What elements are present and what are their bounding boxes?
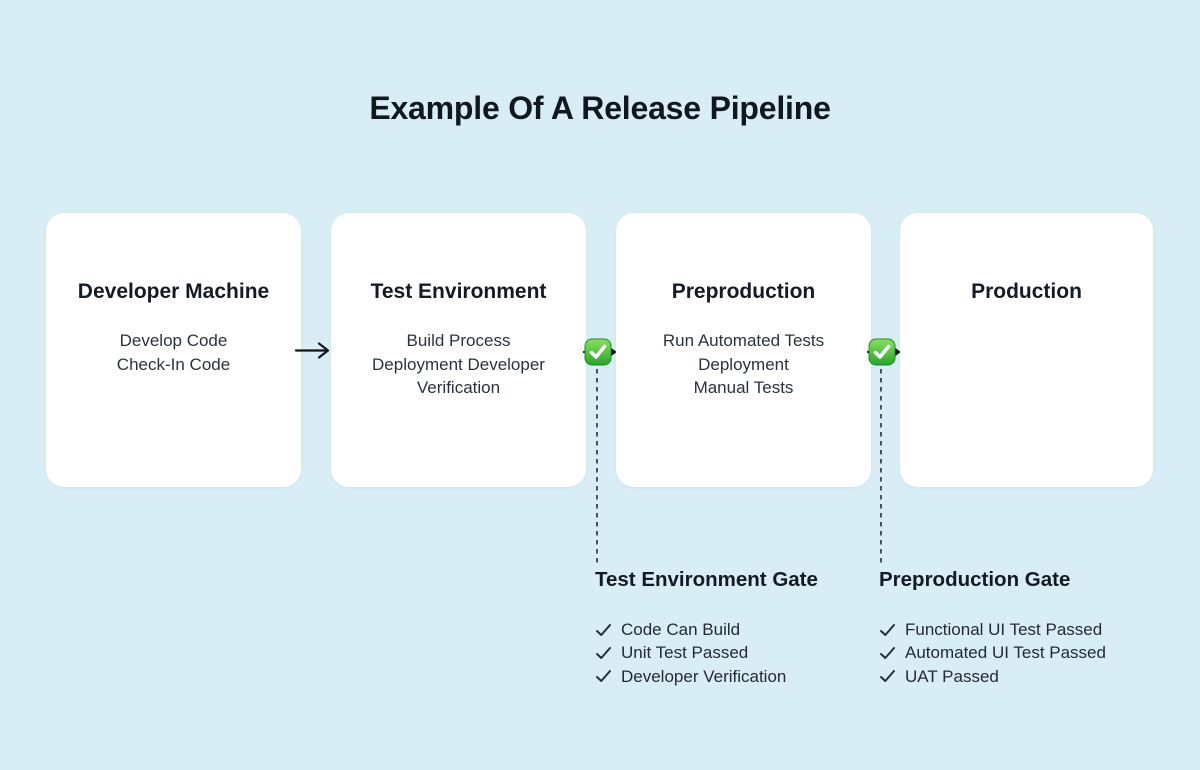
check-icon	[880, 623, 895, 636]
gate-item-label: Automated UI Test Passed	[905, 643, 1106, 663]
gate-item-label: Functional UI Test Passed	[905, 620, 1103, 639]
stage-title: Preproduction	[671, 280, 816, 303]
stage-task: Check-In Code	[116, 354, 231, 374]
gate-title: Test Environment Gate	[595, 568, 818, 591]
gate-section-test-environment: Test Environment Gate Code Can Build Uni…	[595, 568, 885, 688]
dashed-connector-line	[596, 369, 598, 563]
stage-task-list: Run Automated Tests Deployment Manual Te…	[663, 329, 824, 400]
arrow-right-icon	[294, 342, 330, 359]
stage-task: Build Process	[406, 331, 511, 350]
stage-task: Develop Code	[119, 331, 228, 350]
stage-title: Developer Machine	[77, 280, 270, 303]
green-check-approval-icon	[584, 338, 612, 366]
gate-item: Code Can Build	[595, 618, 885, 641]
dashed-connector-line	[880, 369, 882, 563]
stage-task: Manual Tests	[693, 378, 794, 397]
check-icon	[596, 670, 611, 683]
check-icon	[880, 646, 895, 659]
gate-item: UAT Passed	[879, 665, 1169, 688]
stage-task: Verification	[416, 378, 501, 397]
stage-task: Run Automated Tests	[662, 331, 825, 350]
check-icon	[596, 623, 611, 636]
green-check-approval-icon	[868, 338, 896, 366]
gate-title: Preproduction Gate	[879, 568, 1071, 591]
stage-task-list: Build Process Deployment Developer Verif…	[372, 329, 545, 400]
gate-item-list: Code Can Build Unit Test Passed Develope…	[595, 618, 885, 688]
diagram-title: Example Of A Release Pipeline	[369, 90, 831, 126]
stage-title: Test Environment	[370, 280, 547, 303]
stage-task-list: Develop Code Check-In Code	[117, 329, 230, 376]
check-icon	[880, 670, 895, 683]
gate-section-preproduction: Preproduction Gate Functional UI Test Pa…	[879, 568, 1169, 688]
stage-card-preproduction: Preproduction Run Automated Tests Deploy…	[616, 213, 871, 487]
gate-item-list: Functional UI Test Passed Automated UI T…	[879, 618, 1169, 688]
gate-item-label: Developer Verification	[621, 666, 787, 686]
gate-item: Unit Test Passed	[595, 641, 885, 664]
stage-card-production: Production	[900, 213, 1153, 487]
gate-item: Automated UI Test Passed	[879, 641, 1169, 664]
stage-title: Production	[971, 280, 1082, 303]
stage-card-test-environment: Test Environment Build Process Deploymen…	[331, 213, 586, 487]
stage-task: Deployment Developer	[372, 354, 545, 374]
check-icon	[596, 646, 611, 659]
gate-item-label: Unit Test Passed	[621, 643, 749, 663]
gate-item: Functional UI Test Passed	[879, 618, 1169, 641]
stage-task: Deployment	[698, 354, 789, 374]
gate-item: Developer Verification	[595, 665, 885, 688]
gate-item-label: UAT Passed	[905, 666, 999, 686]
gate-item-label: Code Can Build	[621, 620, 741, 639]
stage-card-developer-machine: Developer Machine Develop Code Check-In …	[46, 213, 301, 487]
